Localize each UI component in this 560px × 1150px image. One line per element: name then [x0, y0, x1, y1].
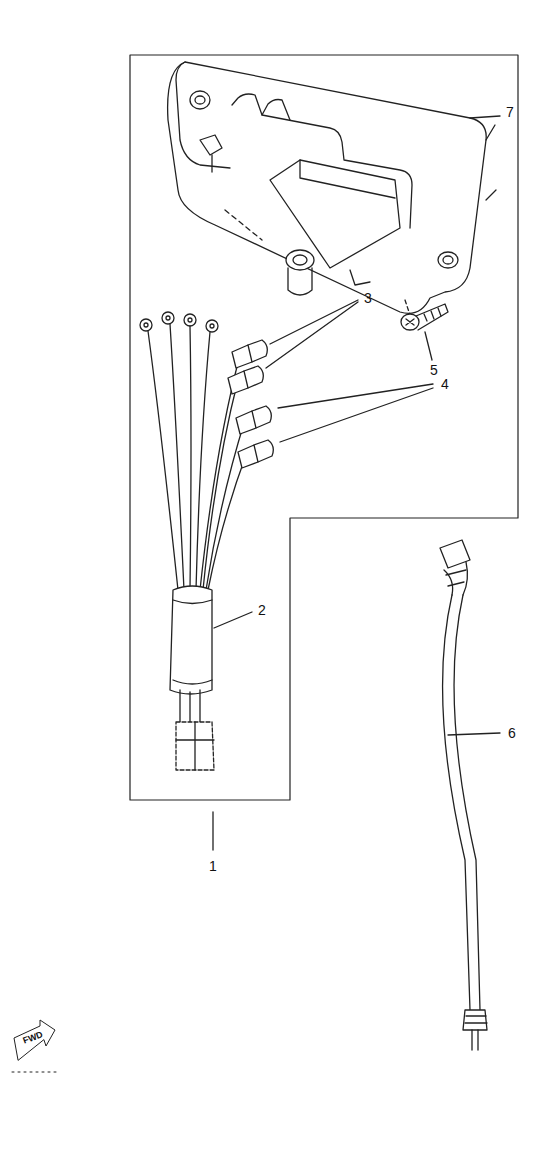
callout-number: 7 — [506, 105, 514, 119]
meter-cable — [440, 540, 487, 1050]
assembly-line — [405, 300, 410, 315]
callout-number: 1 — [209, 859, 217, 873]
assembly-bracket — [130, 55, 518, 800]
assembly-line — [225, 210, 262, 240]
callout-number: 2 — [258, 603, 266, 617]
leader-line — [470, 116, 500, 118]
fwd-arrow-icon — [12, 1020, 60, 1072]
leader-line — [266, 300, 358, 368]
meter-housing — [168, 62, 496, 313]
callout-number: 3 — [364, 291, 372, 305]
bulb-socket — [228, 340, 273, 468]
leader-line — [212, 812, 213, 850]
callout-number: 5 — [430, 363, 438, 377]
screw — [401, 304, 448, 330]
leader-line — [425, 332, 432, 360]
leader-line — [214, 612, 252, 628]
leader-line — [278, 384, 433, 442]
callout-number: 4 — [441, 377, 449, 391]
leader-line — [448, 733, 500, 735]
callout-number: 6 — [508, 726, 516, 740]
